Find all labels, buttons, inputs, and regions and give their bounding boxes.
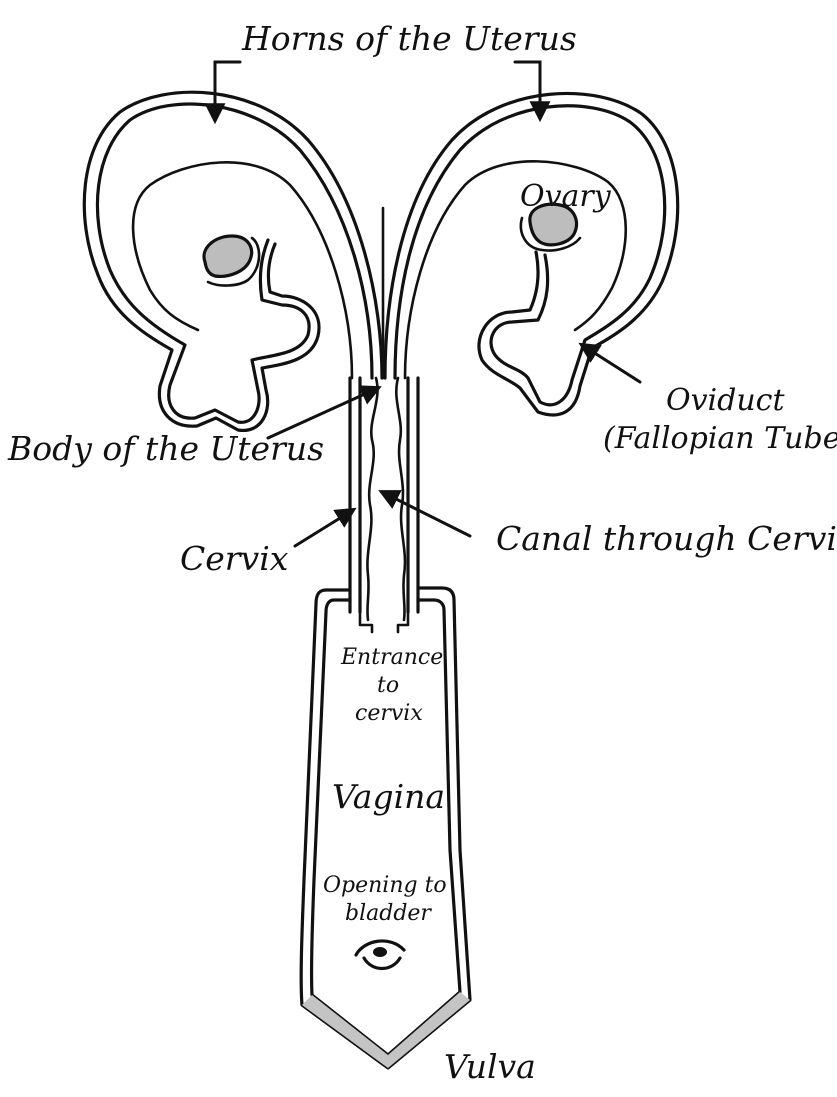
cervical-canal-right [394,376,407,622]
label-oviduct-line1: Oviduct [666,383,785,418]
label-vagina: Vagina [332,777,445,816]
label-entrance-line2: to [377,673,399,698]
label-canal: Canal through Cervix [496,519,837,558]
label-horns: Horns of the Uterus [241,19,577,58]
label-entrance-line1: Entrance [340,645,443,670]
label-ovary: Ovary [520,179,612,214]
right-ovary-rim [519,216,582,252]
label-bladder-line1: Opening to [323,873,447,898]
label-cervix: Cervix [180,539,289,578]
cervix-pointer [293,507,357,548]
right-horn [383,91,680,417]
label-vulva: Vulva [444,1047,536,1086]
left-horn [82,90,384,432]
right-ovary [528,202,579,247]
vulva-shading [302,992,470,1068]
bladder-opening-symbol [354,939,406,971]
label-entrance-line3: cervix [355,701,423,726]
label-body: Body of the Uterus [7,429,324,468]
cervical-canal-left [366,376,379,622]
canal-pointer [378,490,472,538]
left-ovary-rim [206,236,261,287]
horns-bracket [204,60,551,125]
vagina [299,586,472,1070]
label-bladder-line2: bladder [345,901,432,926]
left-ovary [202,234,254,278]
oviduct-pointer [578,342,642,384]
label-oviduct-line2: (Fallopian Tube) [603,421,837,456]
cervix [348,376,420,634]
body-pointer [266,385,382,440]
